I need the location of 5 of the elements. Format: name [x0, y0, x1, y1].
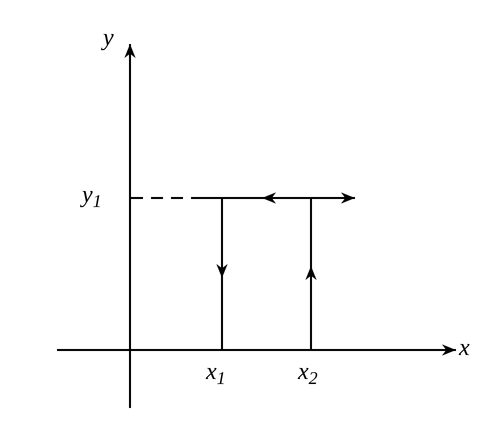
axis-label: y$_{1}$	[82, 183, 102, 207]
axis-label: x	[459, 336, 470, 360]
axis-label: y	[103, 26, 114, 50]
axis-label: x$_{1}$	[206, 360, 226, 384]
axis-label: x$_{2}$	[298, 360, 318, 384]
